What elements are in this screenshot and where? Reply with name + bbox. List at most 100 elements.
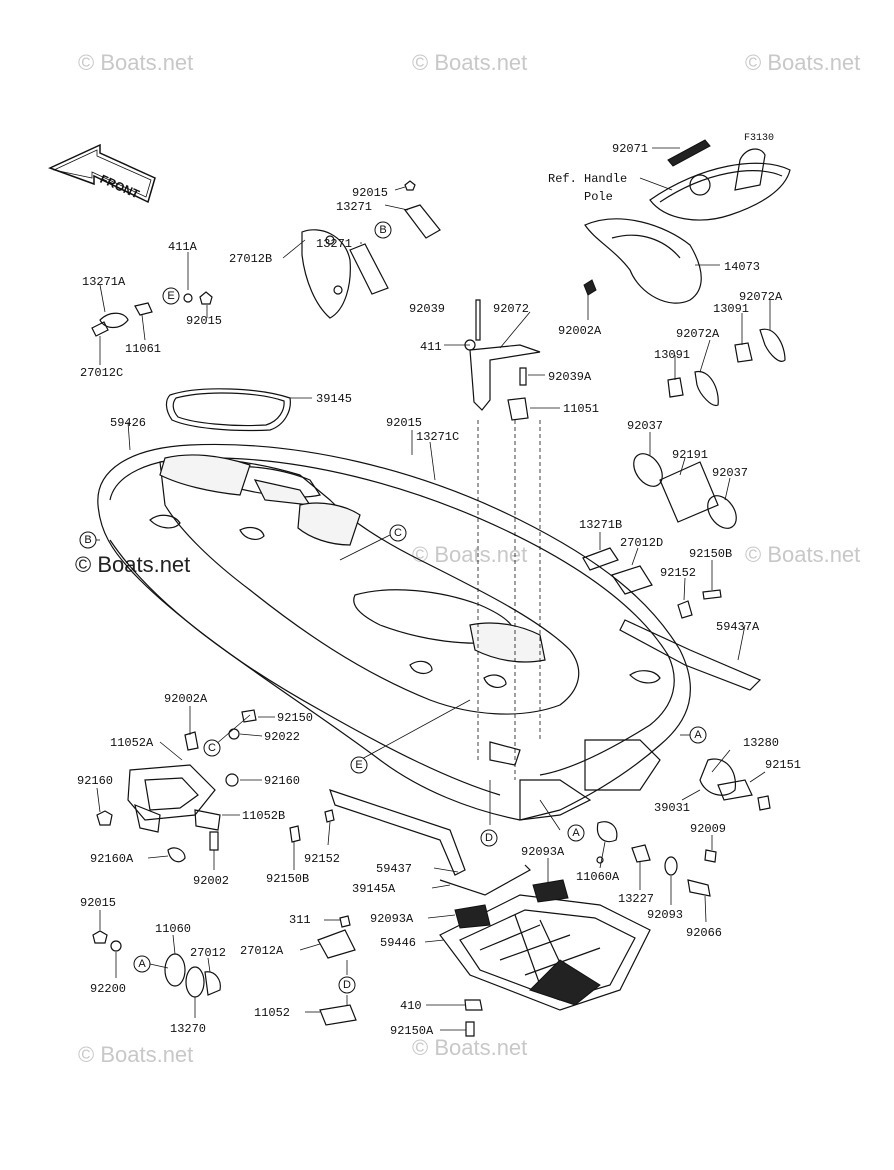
part-label: 11060A xyxy=(576,870,620,884)
svg-text:B: B xyxy=(84,534,91,546)
part-label: 59437 xyxy=(376,862,412,876)
svg-text:E: E xyxy=(167,290,174,302)
part-label: 11060 xyxy=(155,922,191,936)
gasket-39145 xyxy=(165,388,291,432)
part-label: 92150B xyxy=(266,872,309,886)
watermark: © Boats.net xyxy=(78,50,193,75)
part-label: 92152 xyxy=(660,566,696,580)
handle-pole xyxy=(583,139,791,304)
part-label: 27012D xyxy=(620,536,663,550)
leader-lines xyxy=(88,147,771,1031)
part-label: 13091 xyxy=(654,348,690,362)
part-label: 59437A xyxy=(716,620,760,634)
watermark: © Boats.net xyxy=(412,1035,527,1060)
part-label: 92093 xyxy=(647,908,683,922)
part-label: 11061 xyxy=(125,342,161,356)
svg-text:E: E xyxy=(355,759,362,771)
part-label: 13270 xyxy=(170,1022,206,1036)
part-label: 92037 xyxy=(712,466,748,480)
rail-59437 xyxy=(289,789,466,876)
hose-clamps xyxy=(633,328,786,529)
part-label: 13227 xyxy=(618,892,654,906)
part-label: 13271C xyxy=(416,430,459,444)
svg-text:C: C xyxy=(394,527,402,539)
part-label: 92015 xyxy=(80,896,116,910)
watermark: © Boats.net xyxy=(745,50,860,75)
part-label: 92009 xyxy=(690,822,726,836)
part-label: 311 xyxy=(289,913,311,927)
part-label: 92015 xyxy=(186,314,222,328)
bracket-11052A xyxy=(96,709,257,863)
part-label: 92066 xyxy=(686,926,722,940)
part-label: 92093A xyxy=(521,845,565,859)
part-label: 92160 xyxy=(264,774,300,788)
part-label: 39145 xyxy=(316,392,352,406)
part-label: 13271B xyxy=(579,518,622,532)
part-label: 410 xyxy=(400,999,422,1013)
bottom-left-parts xyxy=(92,915,357,1026)
part-label: 39031 xyxy=(654,801,690,815)
part-label: 13271A xyxy=(82,275,126,289)
part-label: 11051 xyxy=(563,402,599,416)
right-fittings xyxy=(582,547,762,691)
part-label: 27012A xyxy=(240,944,284,958)
part-label: 59426 xyxy=(110,416,146,430)
part-label: 13271 xyxy=(336,200,372,214)
svg-text:A: A xyxy=(138,958,146,970)
grommet-13271A xyxy=(91,312,129,337)
part-label: 92002A xyxy=(558,324,602,338)
part-label: 92015 xyxy=(352,186,388,200)
part-label: 92022 xyxy=(264,730,300,744)
part-label: 411A xyxy=(168,240,198,254)
part-label: 13091 xyxy=(713,302,749,316)
part-label: 92072A xyxy=(676,327,720,341)
part-label: 27012C xyxy=(80,366,123,380)
ref-pole-label: Pole xyxy=(584,190,613,204)
part-label: 92015 xyxy=(386,416,422,430)
svg-text:A: A xyxy=(572,827,580,839)
part-label: 11052A xyxy=(110,736,154,750)
part-label: 92039A xyxy=(548,370,592,384)
watermark: © Boats.net xyxy=(78,1042,193,1067)
figure-code: F3130 xyxy=(744,133,774,144)
part-label: 92151 xyxy=(765,758,801,772)
watermark: © Boats.net xyxy=(412,542,527,567)
part-labels: 92071 92015 13271 13271 27012B 411A 1327… xyxy=(77,142,801,1038)
part-label: 92150A xyxy=(390,1024,434,1038)
svg-text:D: D xyxy=(485,832,493,844)
part-label: 92002A xyxy=(164,692,208,706)
part-label: 92160A xyxy=(90,852,134,866)
part-label: 411 xyxy=(420,340,442,354)
bracket-92072 xyxy=(464,299,541,421)
part-label: 92039 xyxy=(409,302,445,316)
part-label: 11052B xyxy=(242,809,285,823)
washer-411A xyxy=(183,293,193,303)
part-label: 92037 xyxy=(627,419,663,433)
svg-text:C: C xyxy=(208,742,216,754)
part-label: 92150B xyxy=(689,547,732,561)
svg-text:D: D xyxy=(343,979,351,991)
ref-handle-label: Ref. Handle xyxy=(548,172,627,186)
part-label: 92160 xyxy=(77,774,113,788)
part-label: 13271 xyxy=(316,237,352,251)
part-label: 11052 xyxy=(254,1006,290,1020)
part-label: 92152 xyxy=(304,852,340,866)
part-label: 92002 xyxy=(193,874,229,888)
part-label: 92071 xyxy=(612,142,648,156)
watermark: © Boats.net xyxy=(412,50,527,75)
part-label: 92072 xyxy=(493,302,529,316)
front-arrow-icon: FRONT xyxy=(48,143,156,204)
intake-grate-59446 xyxy=(439,864,651,1037)
part-label: 59446 xyxy=(380,936,416,950)
part-label: 27012B xyxy=(229,252,272,266)
svg-text:B: B xyxy=(379,224,386,236)
watermark: © Boats.net xyxy=(745,542,860,567)
part-label: 27012 xyxy=(190,946,226,960)
callout-markers: B E B C A C E D A A D xyxy=(79,221,707,994)
nut-92015 xyxy=(199,291,213,305)
part-label: 14073 xyxy=(724,260,760,274)
hull-59426 xyxy=(97,443,691,821)
svg-text:A: A xyxy=(694,729,702,741)
part-label: 92200 xyxy=(90,982,126,996)
